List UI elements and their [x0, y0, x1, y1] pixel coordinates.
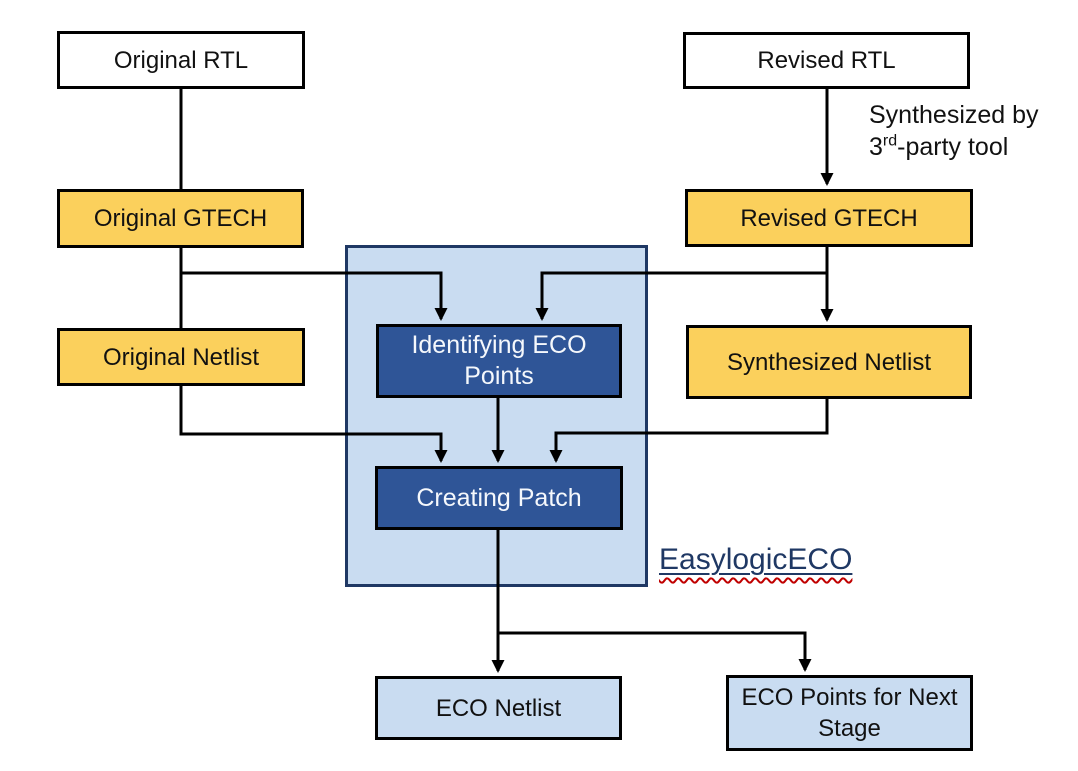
synthesized-netlist-box: Synthesized Netlist [686, 325, 972, 399]
eco-netlist-box: ECO Netlist [375, 676, 622, 740]
connector-creating-to-eco-points [498, 631, 812, 672]
original-gtech-box: Original GTECH [57, 189, 304, 248]
connector-synth-netlist-to-creating [549, 397, 829, 463]
original-netlist-box: Original Netlist [57, 328, 305, 386]
connector-original-netlist-to-creating [179, 384, 448, 463]
identifying-eco-points-box: Identifying ECO Points [376, 324, 622, 398]
easylogic-eco-label: EasylogicECO [659, 543, 853, 576]
original-rtl-box: Original RTL [57, 31, 305, 89]
eco-points-next-stage-box: ECO Points for Next Stage [726, 675, 973, 751]
revised-gtech-box: Revised GTECH [685, 189, 973, 247]
annotation-line1: Synthesized by [869, 101, 1039, 129]
revised-rtl-box: Revised RTL [683, 32, 970, 89]
creating-patch-box: Creating Patch [375, 466, 623, 530]
connector-revised-gtech-to-identifying [535, 271, 827, 321]
ordinal-superscript: rd [882, 132, 898, 150]
synthesized-by-annotation: Synthesized by 3rd-party tool [869, 99, 1039, 163]
annotation-line2: 3rd-party tool [869, 132, 1009, 161]
connector-original-gtech-to-identifying [181, 271, 448, 321]
